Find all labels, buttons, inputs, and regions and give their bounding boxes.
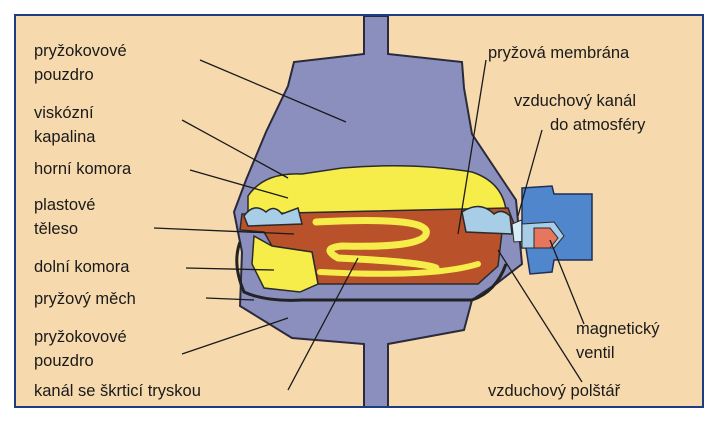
label-viscous-fluid-l2: kapalina (34, 128, 96, 146)
label-rubber-metal-housing-top-l2: pouzdro (34, 66, 94, 84)
upper-chamber (247, 165, 507, 219)
label-upper-chamber: horní komora (34, 160, 132, 178)
bottom-channel (317, 261, 481, 277)
throttle-channel (312, 217, 440, 272)
hydraulic-mount-diagram: pryžokovové pouzdro viskózní kapalina ho… (34, 16, 660, 406)
label-magnetic-valve-l1: magnetický (576, 320, 660, 338)
label-rubber-bellows: pryžový měch (34, 290, 136, 308)
label-rubber-membrane: pryžová membrána (488, 44, 630, 62)
air-cushion (461, 205, 513, 235)
label-air-channel-l1: vzduchový kanál (514, 92, 636, 110)
label-rubber-metal-housing-bottom-l2: pouzdro (34, 352, 94, 370)
label-rubber-metal-housing-bottom-l1: pryžokovové (34, 328, 127, 346)
label-plastic-body-l2: těleso (34, 220, 78, 238)
leader-lines (153, 59, 585, 391)
label-magnetic-valve-l2: ventil (576, 344, 615, 362)
diagram-panel: pryžokovové pouzdro viskózní kapalina ho… (14, 14, 704, 408)
label-viscous-fluid-l1: viskózní (34, 104, 94, 122)
label-air-channel-l2: do atmosféry (550, 116, 646, 134)
label-air-cushion: vzduchový polštář (488, 382, 621, 400)
bellows-outline (235, 241, 508, 302)
valve-plunger (533, 227, 559, 249)
lower-chamber (251, 234, 319, 293)
label-plastic-body-l1: plastové (34, 196, 95, 214)
label-throttle-channel: kanál se škrticí tryskou (34, 382, 201, 400)
left-membrane (243, 207, 303, 227)
label-rubber-metal-housing-top-l1: pryžokovové (34, 42, 127, 60)
label-lower-chamber: dolní komora (34, 258, 130, 276)
